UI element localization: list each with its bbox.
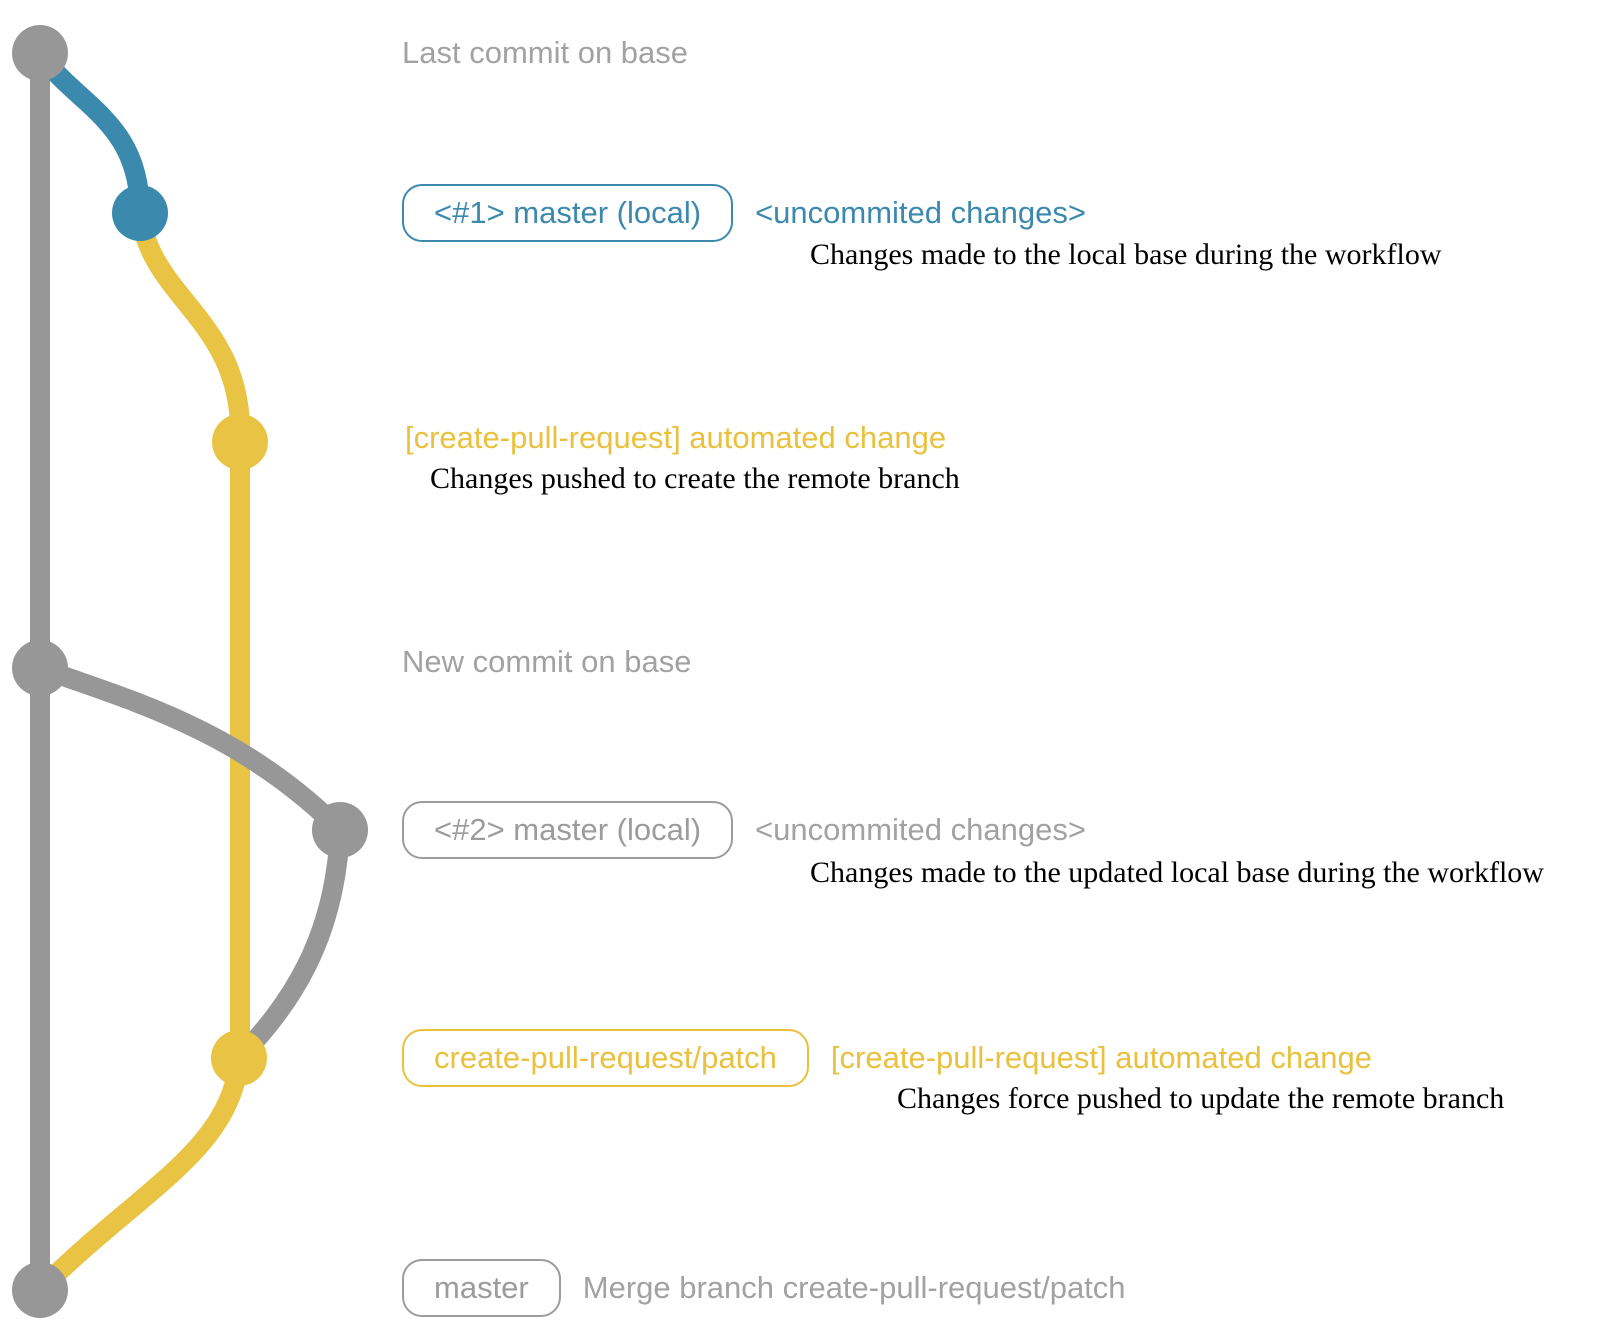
uncommitted-changes-label-2: <uncommited changes>	[755, 812, 1086, 847]
branch-curve-local-to-patch	[229, 820, 350, 1068]
automated-change-label-2: [create-pull-request] automated change	[830, 1040, 1373, 1075]
automated-change-label-1: [create-pull-request] automated change	[405, 420, 947, 455]
commit-dot-merge	[12, 1262, 68, 1318]
branch-curve-base-update	[30, 658, 350, 840]
row-uncommitted-1: <#1> master (local) <uncommited changes>	[402, 184, 1086, 242]
branch-badge-master-local-2: <#2> master (local)	[402, 801, 734, 859]
branch-badge-master: master	[402, 1259, 561, 1317]
commit-dot-patch-1	[212, 414, 268, 470]
merge-commit-label: Merge branch create-pull-request/patch	[582, 1270, 1126, 1305]
branch-curve-local-master	[30, 43, 150, 223]
row-merge: master Merge branch create-pull-request/…	[402, 1259, 1126, 1317]
uncommitted-changes-label-1: <uncommited changes>	[755, 195, 1086, 230]
note-uncommitted-1: Changes made to the local base during th…	[810, 238, 1442, 271]
commit-dot-last-base	[12, 25, 68, 81]
note-uncommitted-2: Changes made to the updated local base d…	[810, 856, 1544, 889]
branch-curve-patch-merge	[32, 1048, 249, 1298]
last-commit-on-base-label: Last commit on base	[402, 35, 689, 70]
commit-dot-local-2	[312, 802, 368, 858]
branch-curve-patch-create	[130, 203, 251, 452]
row-uncommitted-2: <#2> master (local) <uncommited changes>	[402, 801, 1086, 859]
row-automated-2: create-pull-request/patch [create-pull-r…	[402, 1029, 1372, 1087]
commit-dot-local-1	[112, 185, 168, 241]
branch-badge-patch: create-pull-request/patch	[402, 1029, 809, 1087]
commit-dot-patch-2	[211, 1030, 267, 1086]
new-commit-on-base-label: New commit on base	[402, 644, 692, 679]
note-automated-2: Changes force pushed to update the remot…	[897, 1082, 1505, 1115]
note-automated-1: Changes pushed to create the remote bran…	[430, 462, 960, 495]
git-graph	[12, 25, 368, 1318]
branch-badge-master-local-1: <#1> master (local)	[402, 184, 734, 242]
commit-dot-new-base	[12, 640, 68, 696]
